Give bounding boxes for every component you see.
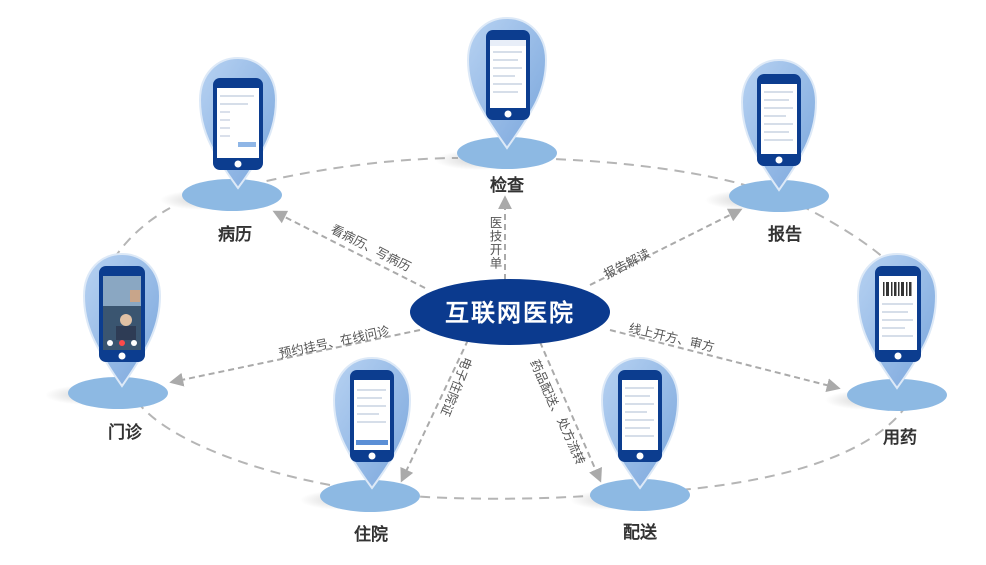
node-label-peisong: 配送	[623, 522, 658, 543]
edge-label-jiancha: 医技开单	[488, 216, 503, 270]
edge-label-baogao: 报告解读	[601, 246, 652, 282]
node-base	[457, 137, 557, 169]
phone-icon	[350, 370, 394, 462]
node-base	[182, 179, 282, 211]
node-label-yongyao: 用药	[883, 427, 917, 448]
center-label: 互联网医院	[445, 299, 575, 327]
node-baogao[interactable]: 报告	[705, 58, 829, 245]
node-jiancha[interactable]: 检查	[435, 16, 557, 196]
node-menzhen[interactable]: 门诊	[45, 252, 168, 443]
node-label-jiancha: 检查	[490, 175, 525, 196]
node-base	[847, 379, 947, 411]
edge-menzhen	[169, 329, 421, 387]
phone-icon	[99, 266, 145, 362]
node-yongyao[interactable]: 用药	[825, 252, 947, 448]
edge-label-peisong-b: 处方流转	[554, 415, 588, 467]
edge-label-yongyao: 线上开方、审方	[627, 320, 716, 354]
edge-label-zhuyuan: 电子住院证	[438, 355, 476, 419]
phone-icon	[486, 30, 530, 120]
phone-icon	[875, 266, 921, 362]
edge-label-menzhen: 预约挂号、在线问诊	[278, 323, 392, 361]
phone-icon	[213, 78, 263, 170]
node-base	[729, 180, 829, 212]
node-zhuyuan[interactable]: 住院	[300, 356, 420, 545]
node-peisong[interactable]: 配送	[570, 356, 690, 543]
node-label-zhuyuan: 住院	[354, 524, 388, 545]
edge-bingli	[272, 210, 426, 289]
edge-baogao	[589, 208, 743, 286]
phone-icon	[618, 370, 662, 462]
node-base	[68, 377, 168, 409]
node-base	[590, 479, 690, 511]
node-label-menzhen: 门诊	[108, 422, 143, 443]
node-base	[320, 480, 420, 512]
edge-peisong	[539, 341, 602, 483]
edge-label-bingli: 看病历、写病历	[329, 221, 414, 274]
node-label-baogao: 报告	[768, 224, 802, 245]
node-label-bingli: 病历	[218, 224, 252, 245]
node-bingli[interactable]: 病历	[160, 56, 282, 245]
center-node[interactable]: 互联网医院	[410, 279, 610, 345]
edge-zhuyuan	[400, 339, 469, 483]
phone-icon	[757, 74, 801, 166]
